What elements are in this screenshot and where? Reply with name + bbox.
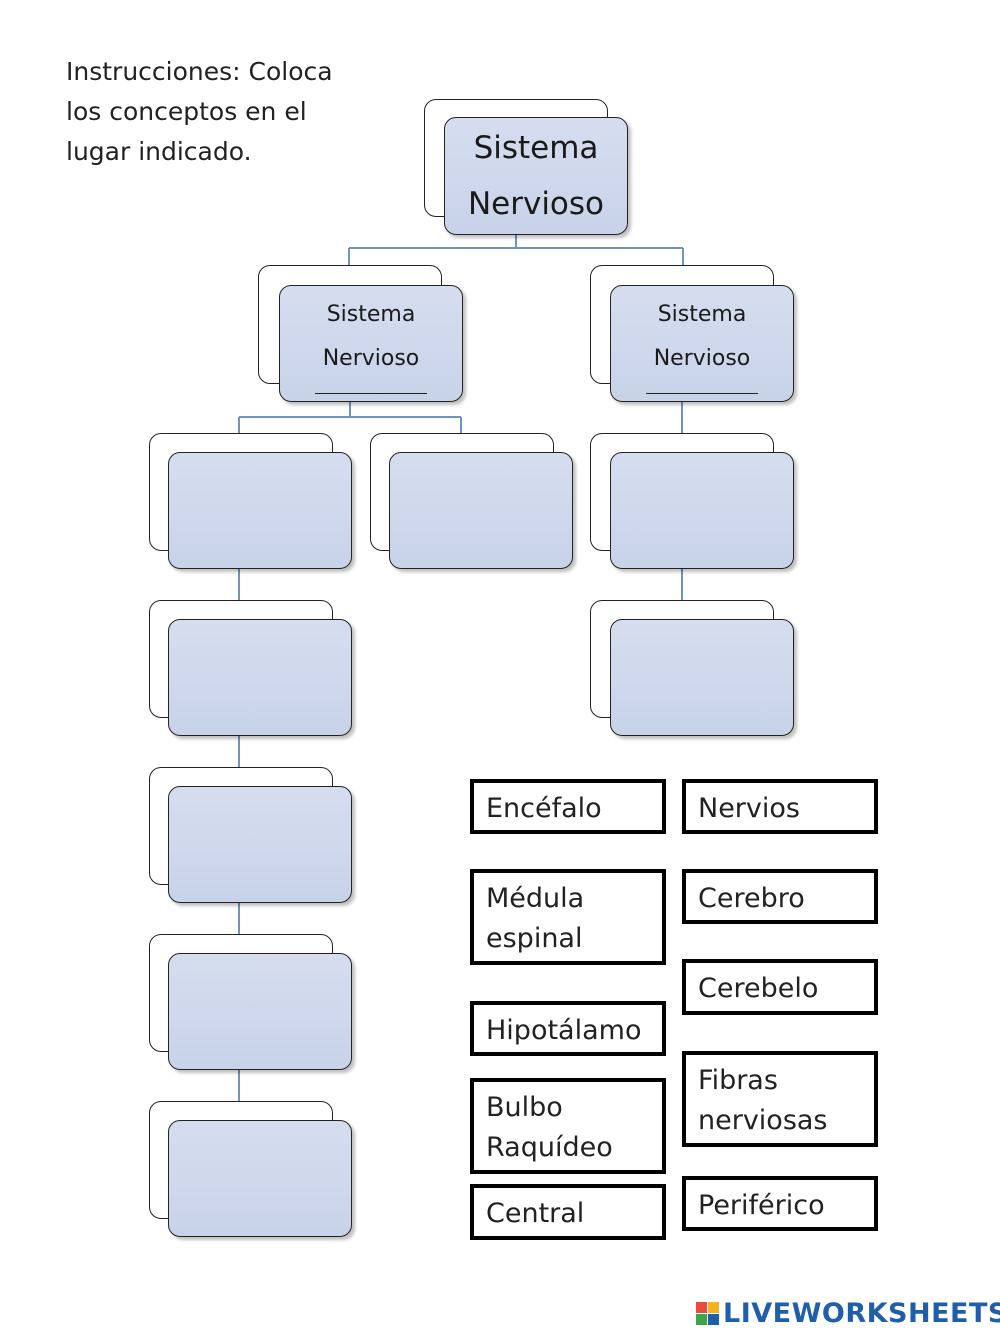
concept-chip-hipotalamo[interactable]: Hipotálamo — [470, 1001, 666, 1056]
concept-chip-nervios[interactable]: Nervios — [682, 779, 878, 834]
liveworksheets-logo: LIVEWORKSHEETS — [696, 1296, 1000, 1330]
concept-chip-periferico[interactable]: Periférico — [682, 1176, 878, 1231]
liveworksheets-logo-icon — [696, 1301, 719, 1325]
concept-chip-encefalo[interactable]: Encéfalo — [470, 779, 666, 834]
left-branch-blank — [315, 381, 427, 394]
concept-chip-cerebro[interactable]: Cerebro — [682, 869, 878, 924]
left-branch-line1: Sistema — [326, 302, 416, 327]
concept-chip-central[interactable]: Central — [470, 1184, 666, 1240]
root-title-line1: Sistema — [473, 130, 599, 166]
instructions-text: Instrucciones: Coloca los conceptos en e… — [66, 57, 333, 166]
right-branch-line2: Nervioso — [653, 346, 751, 371]
logo-text: LIVEWORKSHEETS — [723, 1297, 1000, 1329]
right-branch-blank — [646, 381, 758, 394]
concept-chip-medula-espinal[interactable]: Médula espinal — [470, 869, 666, 965]
right-branch-line1: Sistema — [657, 302, 747, 327]
left-branch-line2: Nervioso — [322, 346, 420, 371]
concept-chip-fibras-nerviosas[interactable]: Fibras nerviosas — [682, 1051, 878, 1147]
root-title-line2: Nervioso — [467, 186, 605, 222]
concept-chip-bulbo-raquideo[interactable]: Bulbo Raquídeo — [470, 1078, 666, 1174]
concept-chip-cerebelo[interactable]: Cerebelo — [682, 959, 878, 1015]
